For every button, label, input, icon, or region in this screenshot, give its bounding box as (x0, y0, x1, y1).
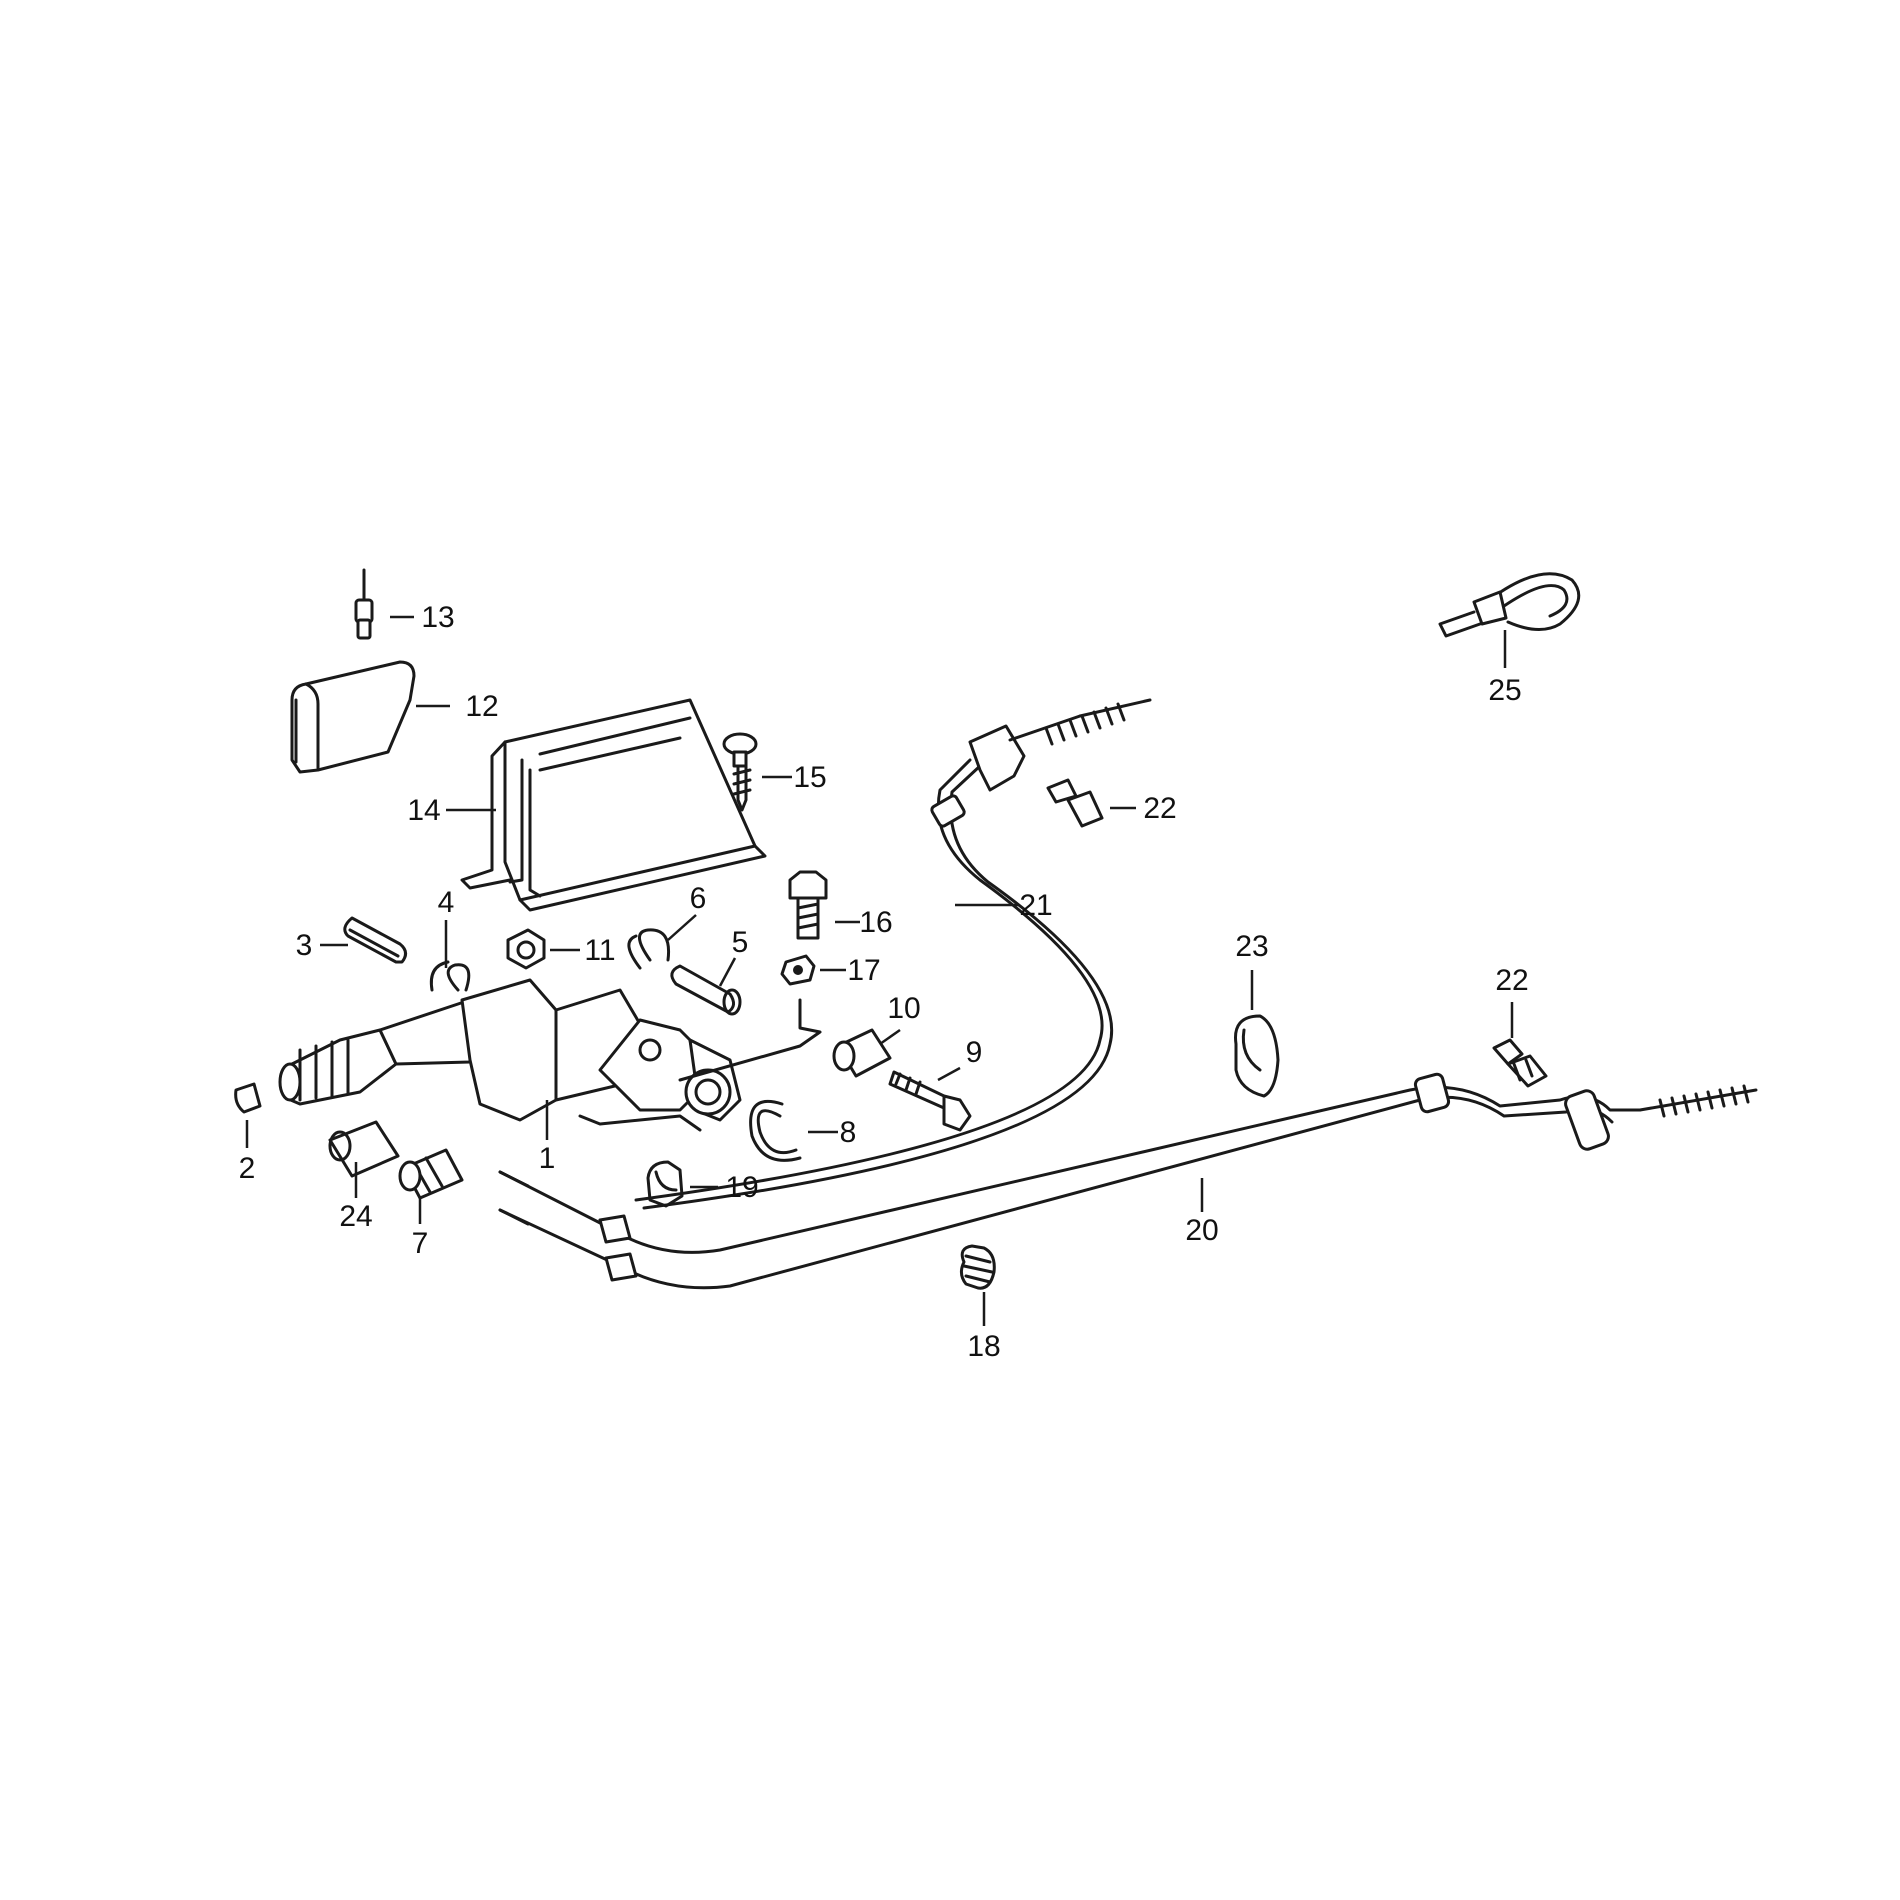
callout-22-lower: 22 (1495, 964, 1528, 997)
callout-19: 19 (725, 1171, 758, 1204)
part-8-circlip (749, 1099, 802, 1162)
leader-lines (245, 615, 1514, 1326)
callout-13: 13 (421, 601, 454, 634)
part-1-lever (278, 978, 822, 1132)
part-2-cap (234, 1082, 262, 1114)
callout-6: 6 (690, 882, 707, 915)
part-5-pin (670, 964, 742, 1016)
part-24-sleeve (328, 1120, 400, 1178)
part-13-rivet (354, 568, 374, 640)
part-3-pin (343, 916, 407, 964)
part-4-clip (429, 960, 471, 992)
callout-5: 5 (732, 926, 749, 959)
callout-12: 12 (465, 690, 498, 723)
part-15-screw (722, 732, 758, 812)
part-22a-bolt (1046, 778, 1104, 828)
callout-labels: 1 2 3 4 5 6 7 8 9 10 11 12 13 14 15 16 1… (239, 601, 1529, 1363)
callout-7: 7 (412, 1227, 429, 1260)
callout-9: 9 (966, 1036, 983, 1069)
part-9-bolt (888, 1070, 972, 1132)
callout-11: 11 (584, 934, 615, 967)
callout-18: 18 (967, 1330, 1000, 1363)
callout-1: 1 (539, 1142, 556, 1175)
part-17-nut (780, 954, 816, 986)
callout-4: 4 (438, 886, 455, 919)
callout-20: 20 (1185, 1214, 1218, 1247)
part-16-bolt (788, 870, 828, 940)
part-12-lever-cover (290, 660, 416, 774)
part-18-spring (959, 1244, 996, 1290)
part-10-bushing (832, 1028, 892, 1078)
callout-17: 17 (847, 954, 880, 987)
callout-21: 21 (1019, 889, 1052, 922)
part-22b-bolt (1492, 1038, 1548, 1088)
part-23-clamp (1234, 1014, 1280, 1098)
callout-16: 16 (859, 906, 892, 939)
callout-8: 8 (840, 1116, 857, 1149)
callout-22-upper: 22 (1143, 792, 1176, 825)
part-19-grommet (646, 1160, 684, 1208)
part-6-clip (627, 928, 671, 970)
part-7-adjuster (398, 1148, 464, 1200)
callout-15: 15 (793, 761, 826, 794)
part-20-rear-cable (498, 1072, 1758, 1290)
callout-24: 24 (339, 1200, 372, 1233)
callout-10: 10 (887, 992, 920, 1025)
callout-23: 23 (1235, 930, 1268, 963)
callout-3: 3 (296, 929, 313, 962)
part-14-bracket (460, 698, 767, 912)
callout-2: 2 (239, 1152, 256, 1185)
part-11-nut (506, 928, 546, 970)
callout-14: 14 (407, 794, 440, 827)
part-21-front-cable (634, 698, 1152, 1210)
part-25-cable-tie (1438, 572, 1581, 638)
callout-25: 25 (1488, 674, 1521, 707)
